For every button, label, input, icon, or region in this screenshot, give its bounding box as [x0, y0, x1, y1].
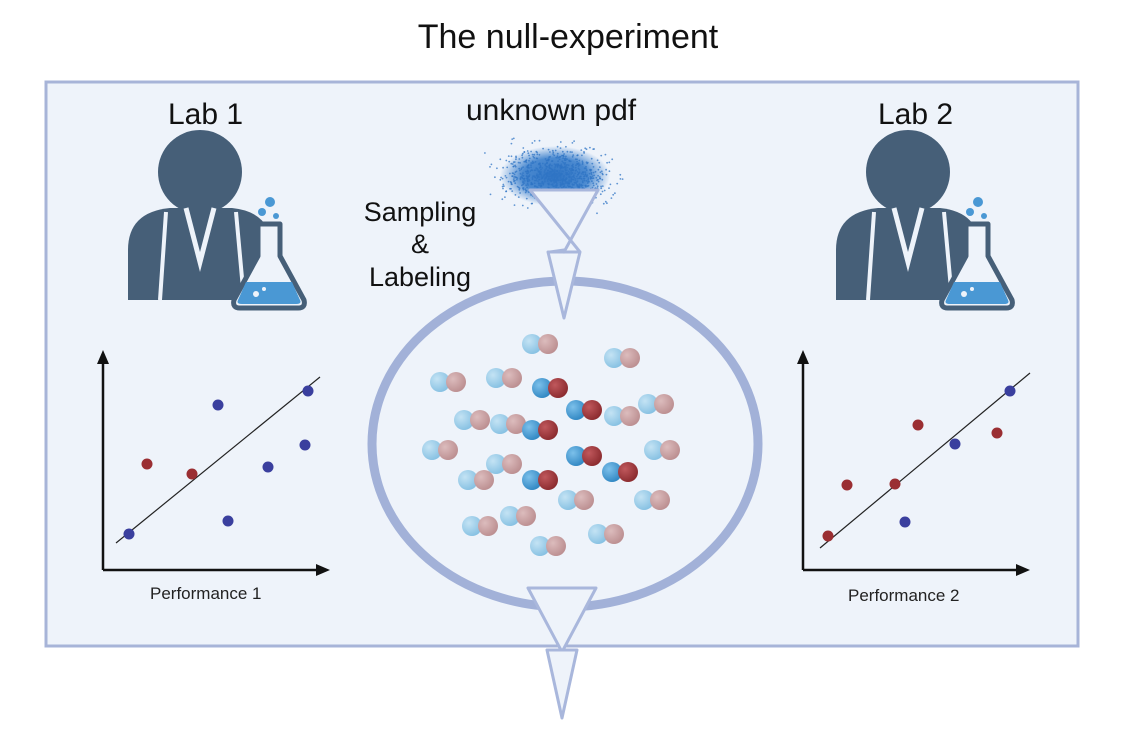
scatter-point [991, 427, 1003, 439]
lab-2-performance-plot [797, 350, 1031, 576]
scatter-point [949, 438, 961, 450]
sampling-arrow-in [528, 188, 600, 320]
lab-2-label: Lab 2 [878, 98, 954, 131]
sample-ball-pair [604, 406, 640, 426]
sample-ball-pair [490, 414, 526, 434]
sample-ball-pair [638, 394, 674, 414]
sampling-label-line-3: Labeling [368, 261, 472, 292]
lab-1-flask-icon [231, 197, 307, 311]
sample-ball-pair [604, 348, 640, 368]
sample-ball-pair [530, 536, 566, 556]
scatter-point [186, 468, 198, 480]
output-arrow-tip [545, 648, 579, 720]
scatter-point [912, 419, 924, 431]
lab-1-label: Lab 1 [168, 98, 244, 131]
scatter-point [299, 439, 311, 451]
lab-2-flask-icon [939, 197, 1015, 311]
sample-ball-pair [566, 446, 602, 466]
scatter-point [822, 530, 834, 542]
scatter-point [841, 479, 853, 491]
scatter-point [262, 461, 274, 473]
sample-ball-pair [454, 410, 490, 430]
sample-ball-pair [500, 506, 536, 526]
sample-ball-pair [430, 372, 466, 392]
sample-ball-pair [602, 462, 638, 482]
scatter-point [899, 516, 911, 528]
sample-ball-pair [486, 454, 522, 474]
scatter-point [222, 515, 234, 527]
sample-ball-pair [486, 368, 522, 388]
lab-2-axis-label: Performance 2 [848, 586, 960, 605]
lab-2-scientist-icon [836, 130, 980, 301]
diagram-title: The null-experiment [417, 18, 719, 56]
scatter-point [889, 478, 901, 490]
sample-ball-pair [522, 420, 558, 440]
lab-1-performance-plot [97, 350, 330, 576]
sampling-label-line-1: Sampling [363, 197, 477, 227]
sample-balls [422, 334, 680, 556]
scatter-point [123, 528, 135, 540]
scatter-point [1004, 385, 1016, 397]
output-arrow [526, 586, 598, 654]
sample-ball-pair [588, 524, 624, 544]
scatter-point [141, 458, 153, 470]
sample-ball-pair [644, 440, 680, 460]
lab-1-axis-label: Performance 1 [150, 584, 262, 603]
sample-ball-pair [422, 440, 458, 460]
sample-ball-pair [566, 400, 602, 420]
scatter-point [302, 385, 314, 397]
sampling-label-line-2: & [410, 229, 429, 260]
sample-ball-pair [522, 334, 558, 354]
sample-ball-pair [532, 378, 568, 398]
sample-ball-pair [634, 490, 670, 510]
sample-ball-pair [458, 470, 494, 490]
sample-ball-pair [462, 516, 498, 536]
unknown-pdf-label: unknown pdf [466, 94, 637, 127]
sample-ball-pair [558, 490, 594, 510]
sampling-labeling-label: Sampling & Labeling [350, 196, 490, 293]
scatter-point [212, 399, 224, 411]
sample-ball-pair [522, 470, 558, 490]
